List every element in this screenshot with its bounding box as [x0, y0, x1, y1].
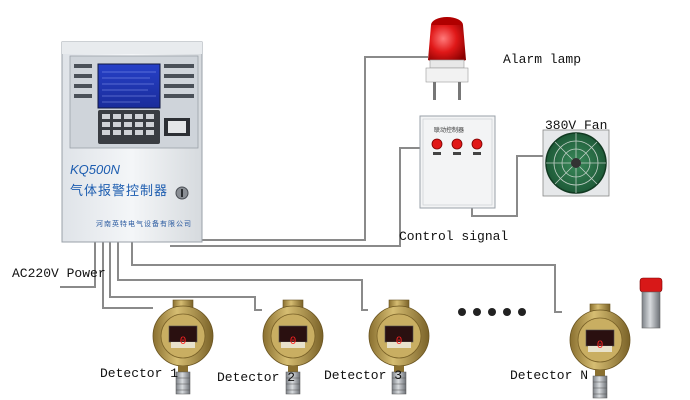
- wire-control-signal: [170, 147, 420, 247]
- detector-1-display: 0: [180, 336, 187, 348]
- controller-name: 气体报警控制器: [70, 184, 169, 199]
- wire-detector-n: [131, 242, 562, 313]
- control-box-label: 联动控制器: [434, 127, 465, 134]
- controller-screen: [97, 63, 161, 109]
- label-detector-2: Detector 2: [217, 370, 296, 385]
- label-detector-n: Detector N: [510, 368, 589, 383]
- label-detector-3: Detector 3: [324, 368, 403, 383]
- gas-alarm-controller: [61, 41, 203, 243]
- label-fan: 380V Fan: [545, 118, 608, 133]
- fan-icon: [542, 129, 610, 197]
- wire-detector-1: [102, 242, 153, 309]
- label-control-signal: Control signal: [399, 229, 509, 244]
- label-detector-1: Detector 1: [100, 366, 179, 381]
- detector-n-display: 0: [597, 340, 604, 352]
- wire-detector-3: [117, 242, 368, 311]
- detector-3-display: 0: [396, 336, 403, 348]
- control-box-button-2[interactable]: [451, 138, 463, 150]
- controller-company: 河南英特电气设备有限公司: [96, 220, 192, 228]
- control-box-button-1[interactable]: [431, 138, 443, 150]
- wire-alarm-lamp: [163, 56, 428, 241]
- wire-power: [60, 242, 96, 288]
- wires: [60, 56, 562, 313]
- label-power: AC220V Power: [12, 266, 106, 281]
- wire-control-box-to-fan: [471, 155, 543, 217]
- wire-detector-2: [109, 242, 262, 311]
- label-alarm-lamp: Alarm lamp: [503, 52, 582, 67]
- controller-model: KQ500N: [70, 162, 120, 177]
- control-box-button-3[interactable]: [471, 138, 483, 150]
- alarm-lamp-icon: [425, 17, 469, 100]
- detector-2-display: 0: [290, 336, 297, 348]
- detector-n-beacon-icon: [639, 277, 663, 329]
- more-detectors-dots: [458, 308, 526, 316]
- linkage-control-box: [419, 115, 496, 209]
